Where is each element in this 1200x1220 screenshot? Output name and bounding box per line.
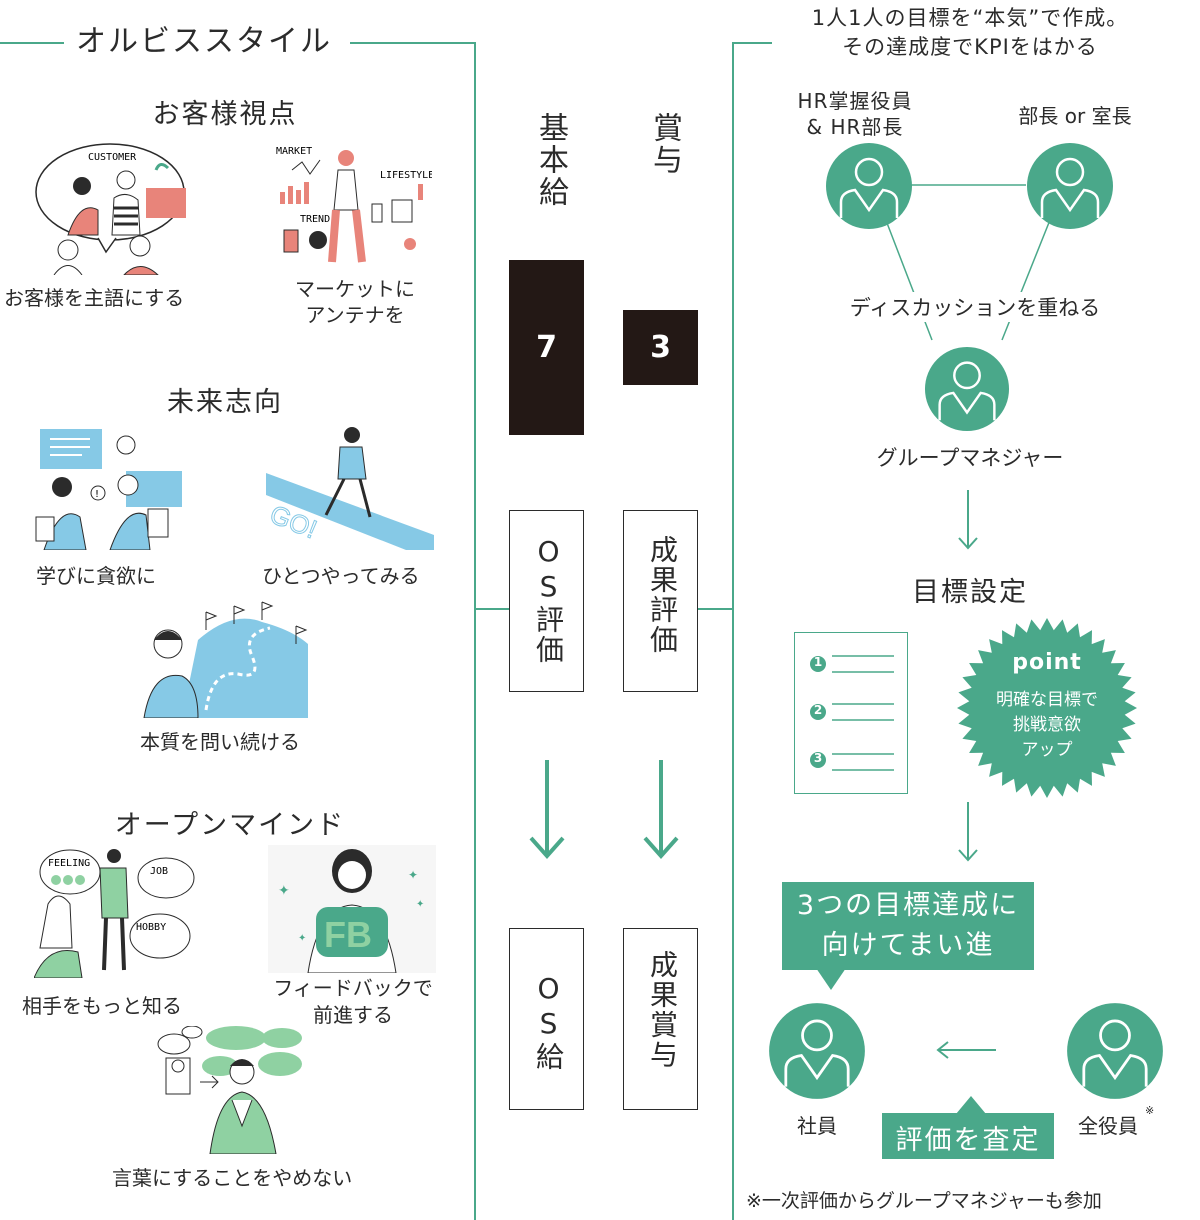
item-words: 言葉にすることをやめない	[112, 1166, 353, 1190]
svg-text:✦: ✦	[416, 899, 424, 910]
basic-salary-header: 基本給	[533, 112, 568, 208]
os-pay-box	[509, 928, 584, 1110]
market-illustration: MARKET TREND LIFESTYLE	[276, 146, 432, 263]
group-manager-label: グループマネジャー	[876, 446, 1064, 470]
section-heading-customer: お客様視点	[152, 99, 298, 130]
checklist-lines	[810, 655, 894, 771]
try-illustration: GO!	[266, 427, 434, 550]
item-feedback: フィードバックで 前進する	[273, 976, 433, 1027]
all-officers-label: 全役員	[1078, 1114, 1138, 1138]
customer-label: CUSTOMER	[88, 152, 137, 163]
item-know-others: 相手をもっと知る	[22, 994, 182, 1018]
item-essence: 本質を問い続ける	[140, 730, 300, 754]
words-illustration	[157, 1026, 302, 1154]
ratio-bonus: 3	[623, 310, 698, 385]
feedback-illustration: ✦ ✦ ✦ ✦ FB	[268, 845, 436, 973]
checklist-num-2: 2	[813, 703, 823, 717]
person-icon-all-officers	[1067, 1003, 1163, 1099]
feeling-label: FEELING	[48, 858, 90, 869]
footnote: ※一次評価からグループマネジャーも参加	[746, 1190, 1102, 1212]
svg-text:!: !	[95, 489, 99, 500]
result-evaluation-box	[623, 510, 698, 692]
svg-text:✦: ✦	[298, 933, 306, 944]
assess-callout-tail	[956, 1096, 986, 1114]
os-evaluation-label: OS評価	[532, 535, 565, 665]
checklist-num-3: 3	[813, 751, 823, 765]
checklist-num-1: 1	[813, 655, 823, 669]
job-label: JOB	[150, 866, 168, 877]
bonus-header: 賞与	[647, 112, 682, 176]
arrow-down-result	[643, 760, 679, 860]
person-icon-manager	[1027, 143, 1113, 229]
all-officers-mark: ※	[1145, 1104, 1155, 1117]
trend-label: TREND	[300, 214, 330, 225]
left-title-rule-right	[350, 42, 476, 44]
svg-text:✦: ✦	[278, 883, 290, 899]
ratio-basic: 7	[509, 260, 584, 435]
item-learning: 学びに貪欲に	[36, 564, 156, 588]
os-evaluation-box	[509, 510, 584, 692]
right-connector	[698, 608, 732, 610]
essence-illustration	[143, 601, 308, 718]
customer-illustration: CUSTOMER	[35, 143, 186, 275]
section-heading-future: 未来志向	[167, 387, 283, 418]
right-title-rule	[734, 42, 772, 44]
starburst-shape	[957, 618, 1137, 798]
result-evaluation-label: 成果評価	[646, 535, 679, 655]
left-connector	[476, 608, 510, 610]
discussion-label: ディスカッションを重ねる	[810, 292, 1140, 322]
learning-illustration: !	[35, 429, 182, 550]
goal-setting-label: 目標設定	[912, 577, 1028, 608]
assess-callout-text: 評価を査定	[895, 1125, 1041, 1156]
left-title: オルビススタイル	[76, 24, 332, 59]
item-try: ひとつやってみる	[262, 564, 420, 588]
right-bracket-line	[732, 42, 734, 1220]
left-bracket-line	[474, 42, 476, 1220]
goals-callout	[782, 882, 1034, 970]
arrow-left-assess	[936, 1041, 996, 1059]
item-customer-subject: お客様を主語にする	[4, 286, 185, 310]
person-icon-hr	[826, 143, 912, 229]
know-others-illustration: FEELING JOB HOBBY	[34, 849, 195, 978]
label-hr-officer: HR掌握役員 & HR部長	[797, 89, 913, 139]
goals-callout-text: 3つの目標達成に 向けてまい進	[796, 890, 1020, 961]
os-pay-label: OS給	[532, 972, 565, 1072]
lifestyle-label: LIFESTYLE	[380, 170, 432, 181]
item-market-antenna: マーケットに アンテナを	[295, 277, 415, 327]
person-icon-employee	[769, 1003, 865, 1099]
arrow-down-goals	[958, 802, 978, 862]
fb-label: FB	[324, 914, 372, 955]
goals-callout-tail	[816, 968, 846, 990]
point-text: 明確な目標で 挑戦意欲 アップ	[996, 690, 1098, 760]
arrow-down-os	[529, 760, 565, 860]
arrow-down-goal	[958, 490, 978, 550]
svg-text:✦: ✦	[408, 868, 418, 882]
result-bonus-box	[623, 928, 698, 1110]
section-heading-openmind: オープンマインド	[114, 810, 346, 841]
point-title: point	[1012, 650, 1082, 675]
market-label: MARKET	[276, 146, 312, 157]
left-title-rule	[0, 42, 64, 44]
assess-callout	[882, 1113, 1054, 1159]
label-dept-manager: 部長 or 室長	[1018, 104, 1132, 128]
right-title-line1: 1人1人の目標を“本気”で作成。	[811, 6, 1129, 30]
point-starburst	[957, 618, 1137, 798]
person-icon-group-manager	[924, 346, 1010, 432]
hobby-label: HOBBY	[136, 922, 166, 933]
employee-label: 社員	[797, 1114, 837, 1138]
result-bonus-label: 成果賞与	[646, 950, 679, 1070]
right-title-line2: その達成度でKPIをはかる	[842, 35, 1098, 59]
